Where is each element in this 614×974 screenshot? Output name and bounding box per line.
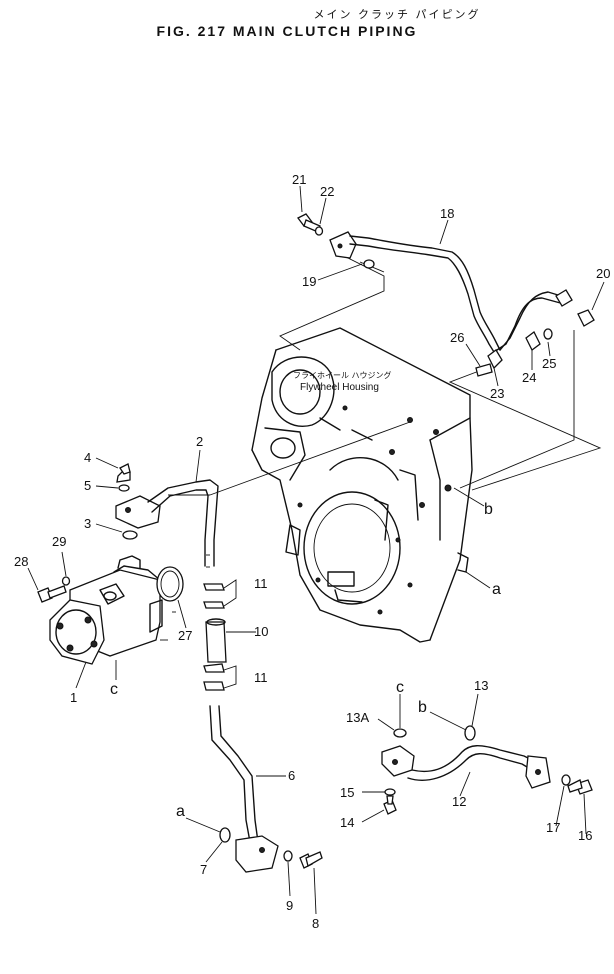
- washer-22: [314, 226, 324, 236]
- callout-24: 24: [522, 370, 536, 385]
- pipe-2-assembly: [115, 463, 219, 567]
- callout-16: 16: [578, 828, 592, 843]
- ref-a-housing: a: [492, 581, 501, 598]
- callout-26: 26: [450, 330, 464, 345]
- callout-29: 29: [52, 534, 66, 549]
- callout-6: 6: [288, 768, 295, 783]
- upper-pipe-assembly: [297, 213, 595, 377]
- callout-13a: 13A: [346, 710, 369, 725]
- callout-labels: 21 22 18 19 20 26 23 24 25 2 4 5 3 29 28…: [14, 172, 610, 931]
- callout-19: 19: [302, 274, 316, 289]
- callout-7: 7: [200, 862, 207, 877]
- callout-23: 23: [490, 386, 504, 401]
- title-english: FIG. 217 MAIN CLUTCH PIPING: [156, 23, 418, 39]
- ref-a-pipe: a: [176, 803, 185, 820]
- washer-9: [283, 850, 293, 862]
- callout-3: 3: [84, 516, 91, 531]
- o-ring-19: [363, 259, 375, 269]
- washer-25: [543, 328, 553, 340]
- o-ring-13: [464, 725, 476, 741]
- washer-29: [61, 576, 71, 586]
- callout-11-lower: 11: [254, 670, 268, 685]
- reference-lines: [160, 252, 602, 641]
- title-japanese: メイン クラッチ パイピング: [313, 8, 481, 21]
- connection-refs: b a c a c b: [110, 501, 501, 820]
- washer-5: [118, 484, 130, 492]
- callout-5: 5: [84, 478, 91, 493]
- ref-b-pipe: b: [418, 699, 427, 716]
- washer-15: [384, 788, 396, 796]
- hose-10-assembly: [203, 579, 237, 691]
- callout-18: 18: [440, 206, 454, 221]
- ref-b-housing: b: [484, 501, 493, 518]
- callout-4: 4: [84, 450, 91, 465]
- callout-2: 2: [196, 434, 203, 449]
- callout-12: 12: [452, 794, 466, 809]
- callout-9: 9: [286, 898, 293, 913]
- housing-label-jp: フライホイール ハウジング: [293, 370, 392, 380]
- callout-27: 27: [178, 628, 192, 643]
- callout-8: 8: [312, 916, 319, 931]
- washer-17: [561, 774, 571, 786]
- callout-15: 15: [340, 785, 354, 800]
- ref-c-pipe: c: [396, 679, 404, 696]
- pipe-6-assembly: [209, 705, 323, 873]
- figure-title: メイン クラッチ パイピング FIG. 217 MAIN CLUTCH PIPI…: [0, 6, 614, 39]
- o-ring-13a: [393, 728, 407, 738]
- callout-14: 14: [340, 815, 354, 830]
- o-ring-3: [122, 530, 138, 540]
- clutch-pump: [37, 530, 184, 665]
- ref-c-pump: c: [110, 681, 118, 698]
- callout-22: 22: [320, 184, 334, 199]
- callout-20: 20: [596, 266, 610, 281]
- callout-17: 17: [546, 820, 560, 835]
- flywheel-housing: フライホイール ハウジング Flywheel Housing: [251, 327, 473, 643]
- callout-leaders: [27, 185, 605, 915]
- callout-21: 21: [292, 172, 306, 187]
- callout-1: 1: [70, 690, 77, 705]
- callout-28: 28: [14, 554, 28, 569]
- callout-11-upper: 11: [254, 576, 268, 591]
- housing-label-en: Flywheel Housing: [300, 382, 379, 393]
- pipe-12-assembly: [381, 725, 593, 815]
- callout-10: 10: [254, 624, 268, 639]
- callout-13: 13: [474, 678, 488, 693]
- callout-25: 25: [542, 356, 556, 371]
- o-ring-7: [219, 827, 231, 843]
